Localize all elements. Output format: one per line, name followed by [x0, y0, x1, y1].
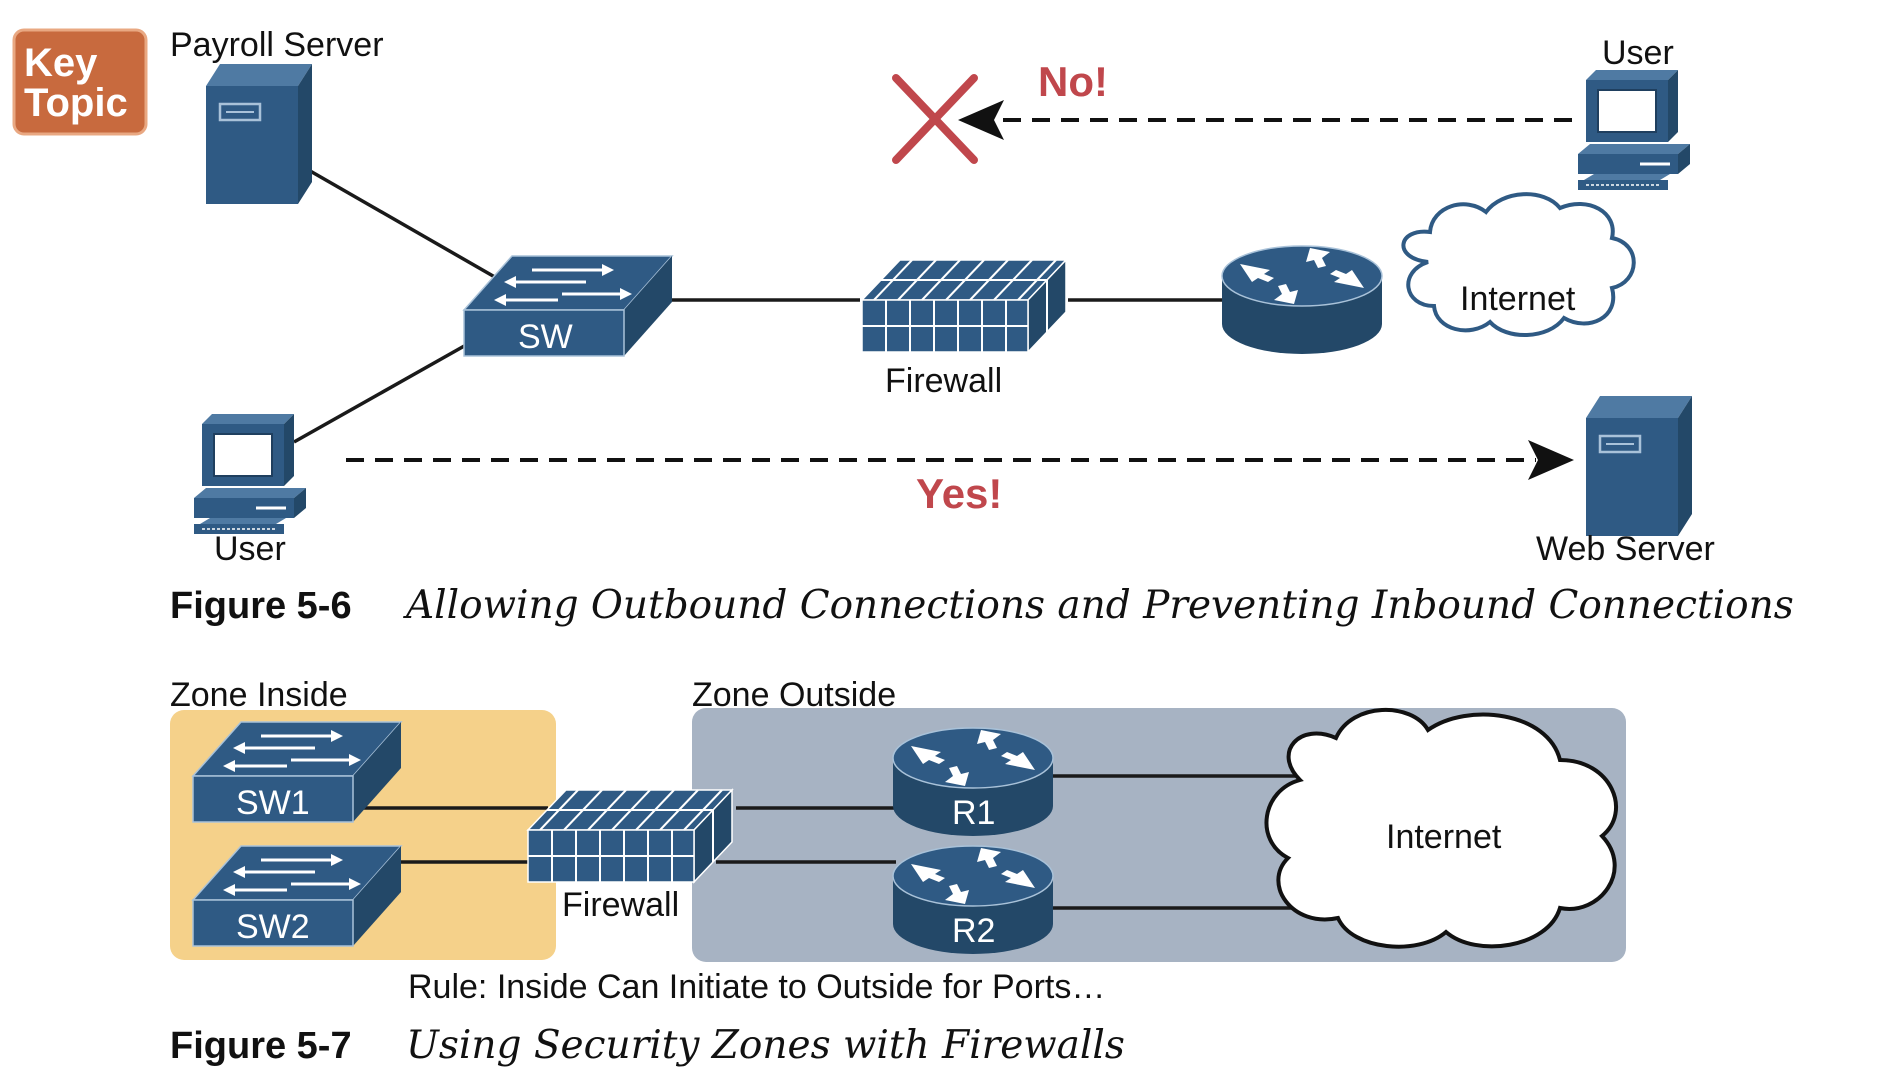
- web-server-icon: [1584, 394, 1694, 538]
- firewall-label: Firewall: [885, 362, 1002, 400]
- figure-7-title: Using Security Zones with Firewalls: [406, 1023, 1125, 1068]
- badge-line1: Key: [24, 41, 98, 85]
- key-topic-badge: Key Topic: [12, 28, 148, 136]
- user-bottom-pc-icon: [192, 412, 308, 536]
- x-mark-icon: [892, 74, 978, 164]
- user-top-pc-icon: [1576, 68, 1692, 192]
- firewall-icon: [861, 259, 1067, 353]
- zone-inside-label: Zone Inside: [170, 676, 348, 714]
- figure-6-title: Allowing Outbound Connections and Preven…: [403, 583, 1794, 628]
- internet-zone-label: Internet: [1386, 818, 1502, 856]
- link-payroll-to-switch: [297, 162, 501, 282]
- user-top-label: User: [1602, 34, 1674, 72]
- allowed-label: Yes!: [916, 470, 1002, 517]
- badge-line2: Topic: [24, 81, 128, 125]
- payroll-server-label: Payroll Server: [170, 26, 384, 64]
- figure-7-number: Figure 5-7: [170, 1025, 352, 1067]
- blocked-arrow-head-icon: [958, 100, 1004, 140]
- r1-label: R1: [952, 794, 995, 832]
- switch-label: SW: [518, 318, 573, 356]
- figure-6-number: Figure 5-6: [170, 585, 352, 627]
- r2-label: R2: [952, 912, 995, 950]
- user-bottom-label: User: [214, 530, 286, 568]
- allowed-arrow-head-icon: [1528, 440, 1574, 480]
- firewall-zone-label: Firewall: [562, 886, 679, 924]
- firewall-zone-icon: [527, 789, 733, 883]
- figure-5-7: Zone Inside Zone Outside SW1 SW2 Firewal…: [170, 676, 1626, 1068]
- sw2-label: SW2: [236, 908, 310, 946]
- internet-cloud-zone-icon: [1264, 708, 1619, 949]
- blocked-label: No!: [1038, 58, 1108, 105]
- web-server-label: Web Server: [1536, 530, 1715, 568]
- payroll-server-icon: [204, 62, 314, 206]
- internet-label: Internet: [1460, 280, 1576, 318]
- zone-outside-label: Zone Outside: [692, 676, 896, 714]
- router-icon: [1221, 245, 1383, 355]
- sw1-label: SW1: [236, 784, 310, 822]
- link-user-to-switch: [293, 343, 467, 444]
- zone-rule-label: Rule: Inside Can Initiate to Outside for…: [408, 968, 1105, 1006]
- internet-cloud-icon: [1401, 192, 1636, 337]
- figure-5-6: Payroll Server User SW Firewall Internet…: [170, 26, 1794, 628]
